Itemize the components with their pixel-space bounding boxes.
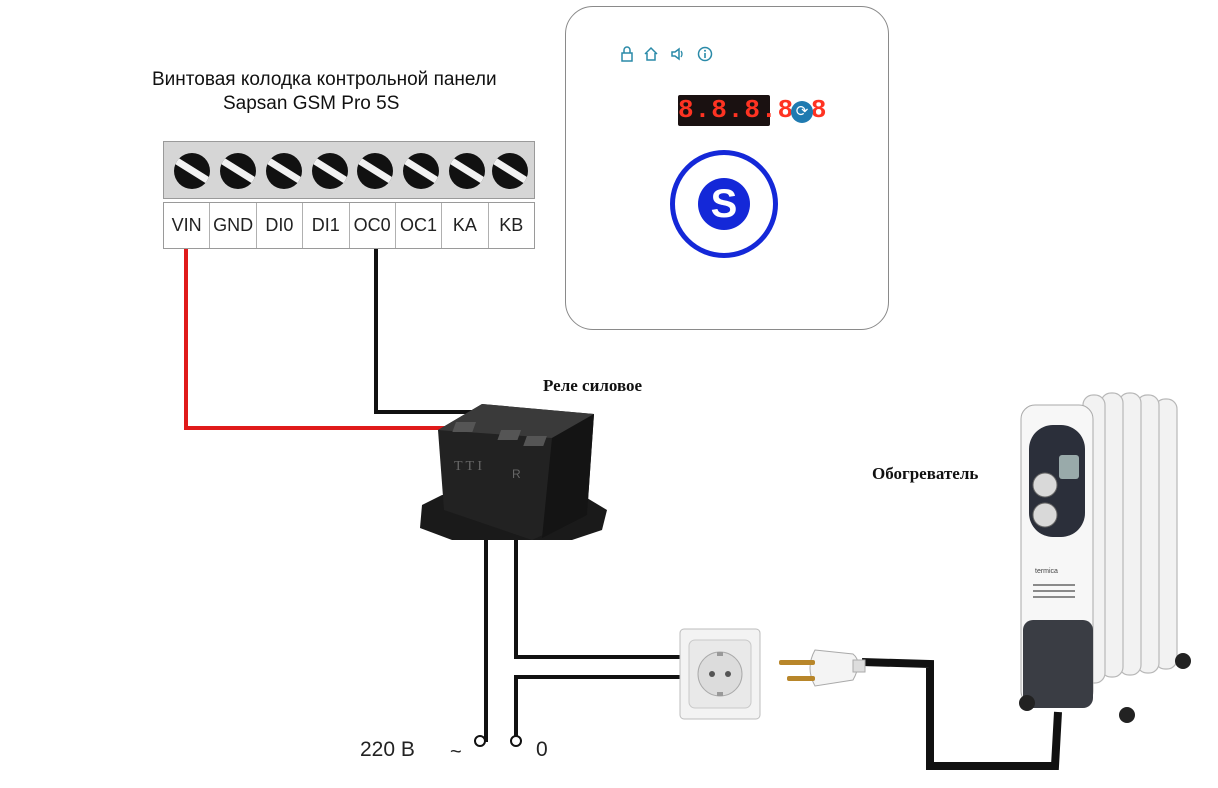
screw-icon bbox=[266, 153, 302, 189]
screw-icon bbox=[174, 153, 210, 189]
terminal-kb: KB bbox=[499, 215, 524, 235]
terminal-oc1: OC1 bbox=[396, 203, 443, 248]
screw-icon bbox=[312, 153, 348, 189]
screw-icon bbox=[449, 153, 485, 189]
refresh-icon: ⟳ bbox=[791, 101, 813, 123]
screw-icon bbox=[492, 153, 528, 189]
terminal-di1: DI1 bbox=[303, 203, 350, 248]
sapsan-logo: S bbox=[670, 150, 778, 258]
voltage-label: 220 В bbox=[360, 738, 415, 761]
screw-icon bbox=[357, 153, 393, 189]
power-plug-icon bbox=[779, 649, 866, 687]
heater-cord bbox=[861, 658, 1062, 770]
terminal-block-title: Винтовая колодка контрольной панели bbox=[152, 69, 497, 90]
home-icon bbox=[643, 46, 659, 62]
svg-text:termica: termica bbox=[1035, 568, 1058, 575]
terminal-ka: KA bbox=[442, 203, 489, 248]
phase-out-wire bbox=[514, 520, 684, 659]
info-icon bbox=[697, 46, 713, 62]
svg-text:R: R bbox=[512, 467, 521, 481]
phase-terminal bbox=[474, 735, 486, 747]
terminal-oc0: OC0 bbox=[350, 203, 396, 248]
terminal-gnd: GND bbox=[210, 203, 257, 248]
screw-row bbox=[163, 141, 535, 199]
neutral-label: 0 bbox=[536, 738, 548, 761]
terminal-block-model: Sapsan GSM Pro 5S bbox=[223, 93, 400, 114]
heater-label: Обогреватель bbox=[872, 464, 979, 483]
terminal-di0: DI0 bbox=[257, 203, 304, 248]
svg-text:T T I: T T I bbox=[454, 459, 482, 474]
oil-heater-icon: termica bbox=[1019, 392, 1191, 723]
control-panel-device: 8.8.8.8.8 ⟳ S bbox=[565, 6, 889, 330]
phase-symbol: ~ bbox=[450, 741, 462, 763]
terminal-vin: VIN bbox=[164, 203, 211, 248]
neutral-wire bbox=[514, 675, 684, 740]
power-socket-icon bbox=[679, 628, 761, 720]
screw-terminal-block: VIN GND DI0 DI1 OC0 OC1 KA KB bbox=[163, 141, 535, 249]
led-display: 8.8.8.8.8 bbox=[678, 95, 828, 126]
speaker-icon bbox=[670, 46, 686, 62]
oc0-wire bbox=[374, 246, 476, 414]
power-relay-icon: T T I R bbox=[420, 404, 607, 540]
screw-icon bbox=[403, 153, 439, 189]
lock-icon bbox=[619, 46, 635, 62]
logo-letter: S bbox=[698, 178, 750, 230]
relay-label: Реле силовое bbox=[543, 376, 643, 395]
terminal-labels: VIN GND DI0 DI1 OC0 OC1 KA KB bbox=[163, 202, 535, 249]
vin-wire bbox=[184, 246, 476, 430]
neutral-terminal bbox=[510, 735, 522, 747]
screw-icon bbox=[220, 153, 256, 189]
